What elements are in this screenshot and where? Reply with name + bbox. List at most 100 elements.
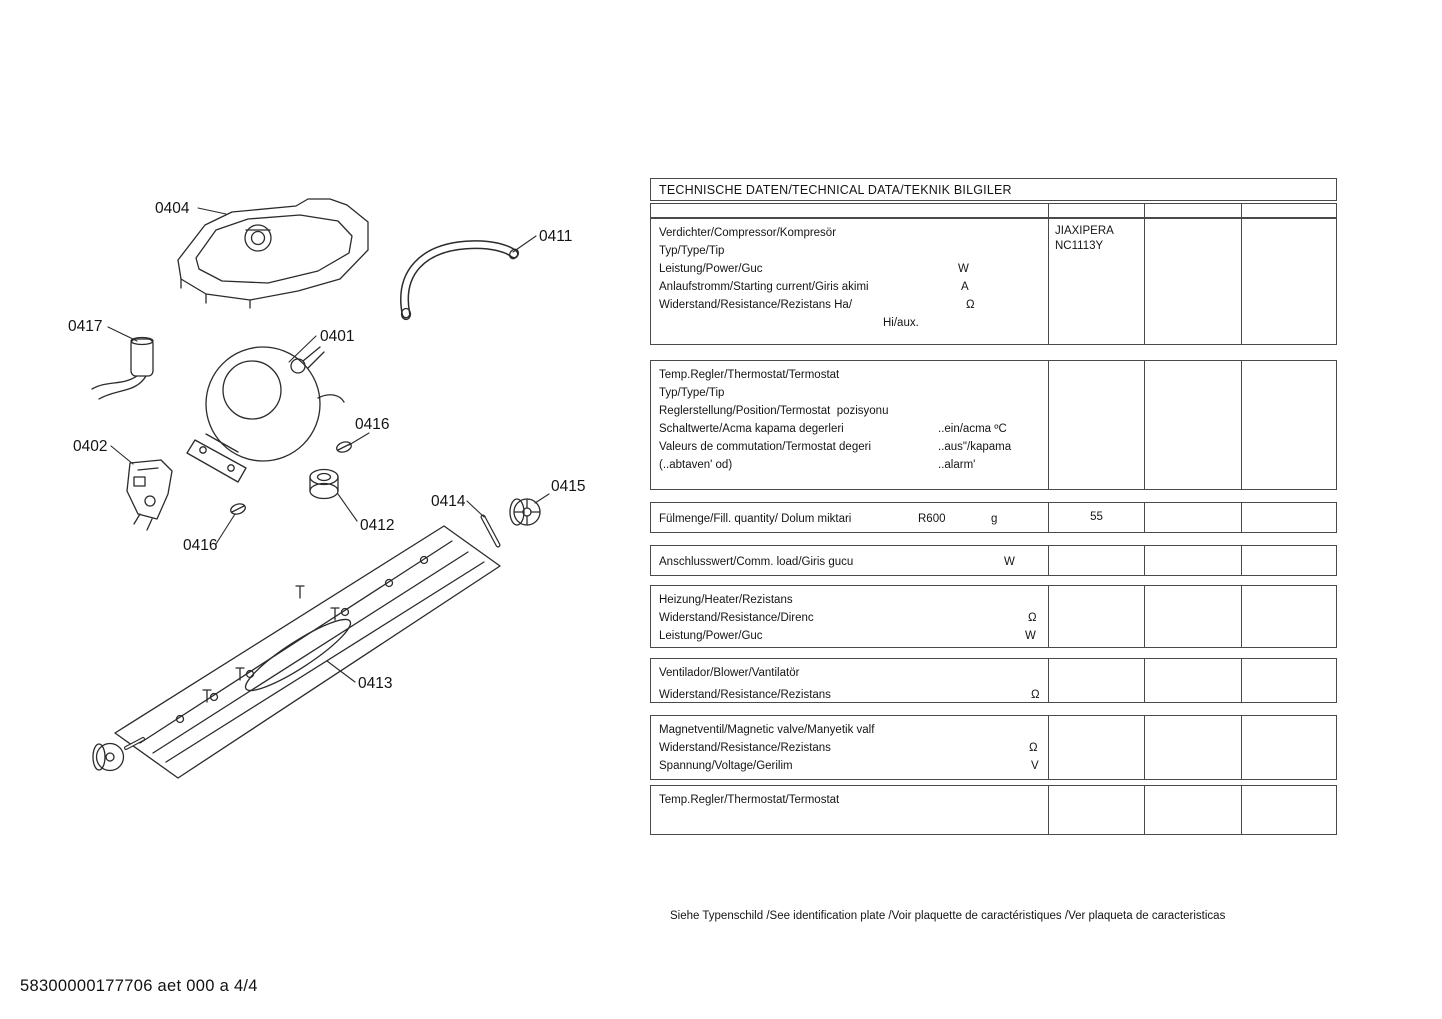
unit-value: Ω (1028, 612, 1037, 624)
cell-main: Heizung/Heater/Rezistans Widerstand/Resi… (651, 586, 1048, 647)
unit-value: g (991, 513, 998, 525)
cell-empty (1144, 546, 1241, 575)
cell-empty (1241, 546, 1336, 575)
table-line: Verdichter/Compressor/Kompresör (659, 227, 837, 239)
callout-0404: 0404 (155, 200, 190, 217)
cell-empty (1241, 219, 1336, 344)
cell-empty (1144, 586, 1241, 647)
capacitor (91, 336, 154, 400)
unit-value: A (961, 281, 969, 293)
pin (480, 514, 501, 548)
unit-value: Ω (1031, 689, 1040, 701)
cell-main: Magnetventil/Magnetic valve/Manyetik val… (651, 716, 1048, 779)
header-cell-1 (651, 204, 1048, 217)
callout-0402: 0402 (73, 438, 107, 455)
screw-top (336, 441, 352, 453)
table-line: Typ/Type/Tip (659, 245, 725, 257)
header-cell-4 (1241, 204, 1336, 217)
cell-empty (1241, 659, 1336, 702)
unit-value: V (1031, 760, 1039, 772)
starter-relay (126, 459, 173, 531)
table-title-text: TECHNISCHE DATEN/TECHNICAL DATA/TEKNIK B… (659, 183, 1012, 197)
cell-type-value: JIAXIPERA NC1113Y (1048, 219, 1144, 344)
fill-quantity-value: 55 (1090, 511, 1103, 523)
table-line: Heizung/Heater/Rezistans (659, 594, 793, 606)
cell-empty (1048, 786, 1144, 834)
table-line: Widerstand/Resistance/Direnc (659, 612, 814, 624)
table-line: Temp.Regler/Thermostat/Termostat (659, 794, 840, 806)
callout-0415: 0415 (551, 478, 585, 495)
cell-empty (1048, 716, 1144, 779)
table-line: Anschlusswert/Comm. load/Giris gucu (659, 556, 854, 568)
drip-tray (177, 198, 369, 309)
table-line: Typ/Type/Tip (659, 387, 725, 399)
roller-left (92, 737, 145, 772)
unit-value: Ω (1029, 742, 1038, 754)
leader-lines (107, 207, 550, 683)
cell-empty (1048, 586, 1144, 647)
callout-0417: 0417 (68, 318, 102, 335)
cell-empty (1241, 586, 1336, 647)
table-line: Leistung/Power/Guc (659, 630, 763, 642)
cell-empty (1144, 659, 1241, 702)
refrigerant-type: R600 (918, 513, 946, 525)
cell-empty (1144, 786, 1241, 834)
technical-data-table: TECHNISCHE DATEN/TECHNICAL DATA/TEKNIK B… (650, 178, 1337, 838)
table-block-connected-load: Anschlusswert/Comm. load/Giris gucu W (650, 545, 1337, 576)
table-line: Spannung/Voltage/Gerilim (659, 760, 793, 772)
cell-empty (1048, 659, 1144, 702)
type-value-line: NC1113Y (1055, 240, 1104, 252)
table-line: Anlaufstromm/Starting current/Giris akim… (659, 281, 869, 293)
cell-empty (1048, 361, 1144, 489)
table-block-heater: Heizung/Heater/Rezistans Widerstand/Resi… (650, 585, 1337, 648)
table-block-blower: Ventilador/Blower/Vantilatör Widerstand/… (650, 658, 1337, 703)
table-block-thermostat-2: Temp.Regler/Thermostat/Termostat (650, 785, 1337, 835)
cell-empty (1241, 716, 1336, 779)
cell-main: Verdichter/Compressor/Kompresör Typ/Type… (651, 219, 1048, 344)
table-line: Hi/aux. (883, 317, 919, 329)
cell-empty (1241, 361, 1336, 489)
table-line: Valeurs de commutation/Termostat degeri (659, 441, 871, 453)
cell-empty (1048, 546, 1144, 575)
screw-bottom (230, 503, 246, 515)
unit-value: W (1025, 630, 1036, 642)
cell-main: Anschlusswert/Comm. load/Giris gucu W (651, 546, 1048, 575)
table-line: Fülmenge/Fill. quantity/ Dolum miktari (659, 513, 852, 525)
table-line: Widerstand/Resistance/Rezistans (659, 742, 831, 754)
unit-value: ..aus"/kapama (938, 441, 1012, 453)
table-title: TECHNISCHE DATEN/TECHNICAL DATA/TEKNIK B… (650, 178, 1337, 201)
table-line: Magnetventil/Magnetic valve/Manyetik val… (659, 724, 875, 736)
cell-main: Ventilador/Blower/Vantilatör Widerstand/… (651, 659, 1048, 702)
cell-fill-value: 55 (1048, 503, 1144, 532)
table-line: Leistung/Power/Guc (659, 263, 763, 275)
header-cell-2 (1048, 204, 1144, 217)
cell-empty (1144, 716, 1241, 779)
table-line: Ventilador/Blower/Vantilatör (659, 667, 800, 679)
table-header-row (650, 203, 1337, 218)
parts-diagram: 0404 0411 0417 0401 0402 0416 0412 0416 … (68, 198, 585, 779)
identification-plate-note: Siehe Typenschild /See identification pl… (670, 910, 1226, 922)
cell-main: Temp.Regler/Thermostat/Termostat (651, 786, 1048, 834)
table-line: Temp.Regler/Thermostat/Termostat (659, 369, 840, 381)
unit-value: ..alarm' (938, 459, 976, 471)
table-line: Widerstand/Resistance/Rezistans Ha/ (659, 299, 853, 311)
cell-empty (1241, 786, 1336, 834)
table-block-magnetic-valve: Magnetventil/Magnetic valve/Manyetik val… (650, 715, 1337, 780)
header-cell-3 (1144, 204, 1241, 217)
unit-value: W (1004, 556, 1015, 568)
callout-0412: 0412 (360, 517, 394, 534)
callout-0416-bottom: 0416 (183, 537, 217, 554)
grommet (309, 468, 339, 500)
callout-0413: 0413 (358, 675, 392, 692)
refrigerant-tube (400, 240, 520, 321)
unit-value: ..ein/acma ºC (938, 423, 1007, 435)
callout-0414: 0414 (431, 493, 466, 510)
table-line: (..abtaven' od) (659, 459, 733, 471)
table-block-thermostat: Temp.Regler/Thermostat/Termostat Typ/Typ… (650, 360, 1337, 490)
unit-value: W (958, 263, 969, 275)
table-block-fill-quantity: Fülmenge/Fill. quantity/ Dolum miktari R6… (650, 502, 1337, 533)
cell-empty (1144, 361, 1241, 489)
mounting-rail (114, 525, 501, 779)
callout-0416-top: 0416 (355, 416, 389, 433)
